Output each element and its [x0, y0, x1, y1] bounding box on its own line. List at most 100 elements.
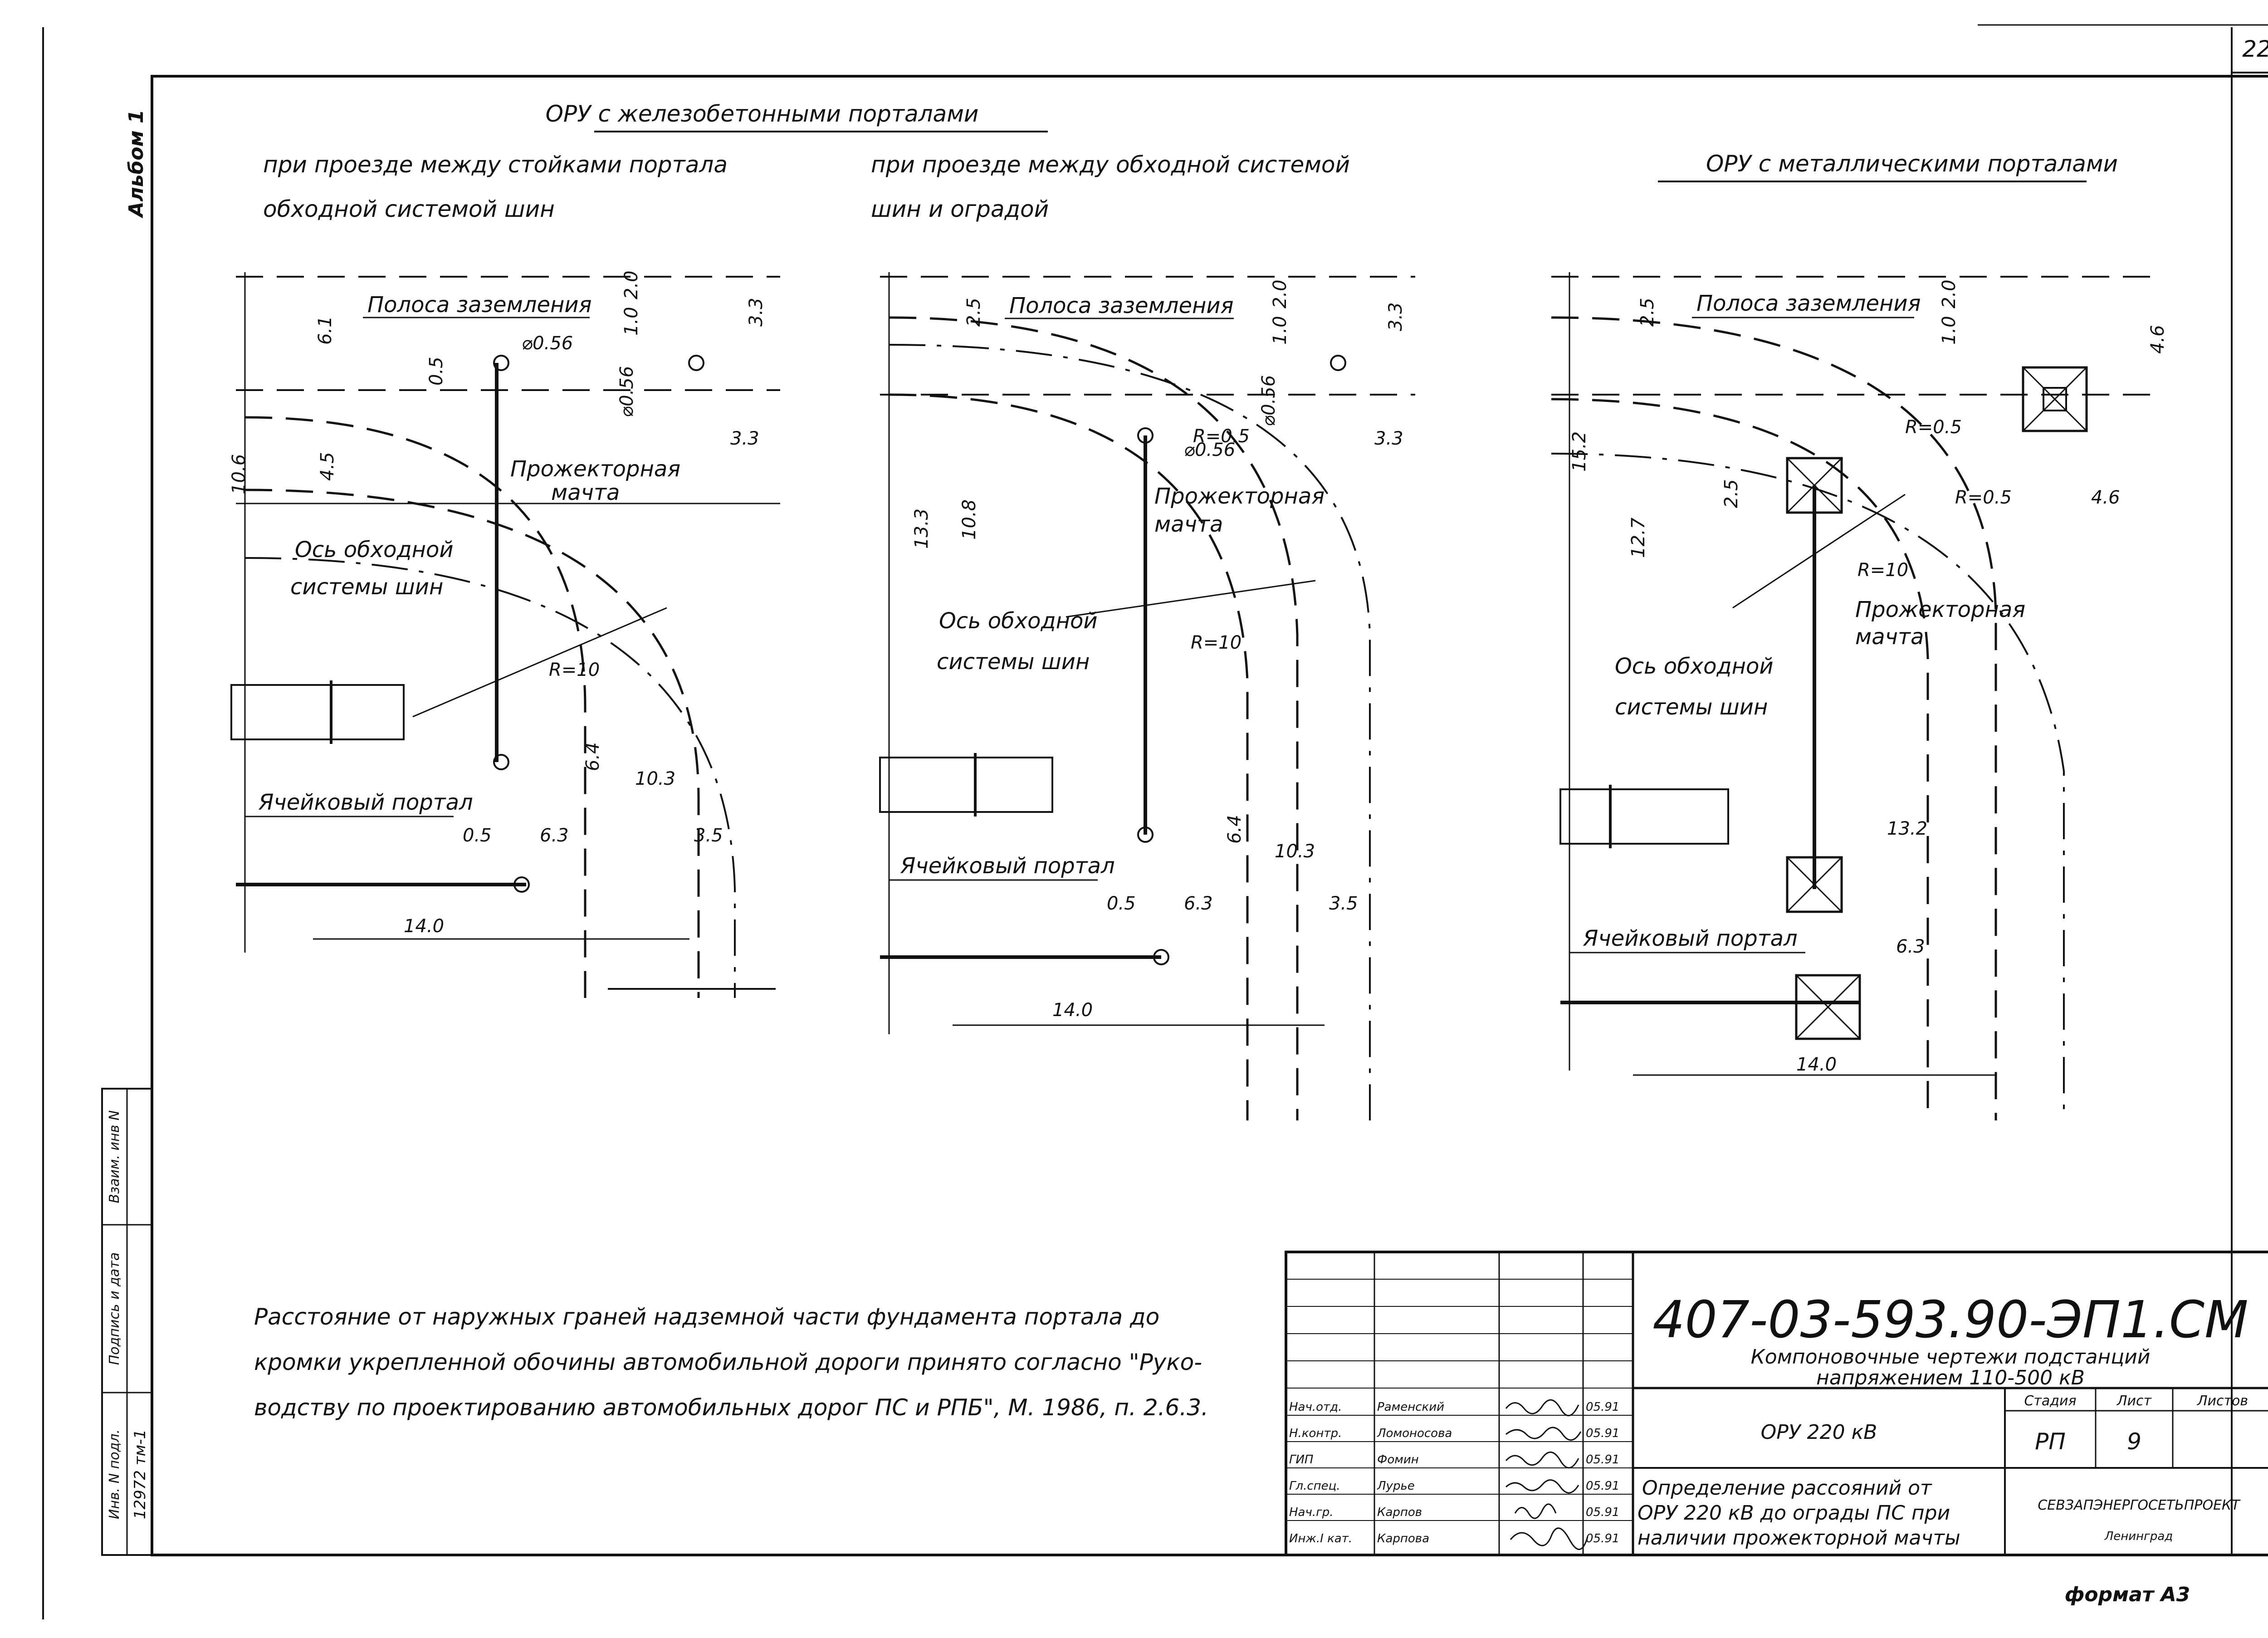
heading-concrete-portals: ОРУ с железобетонными порталами [546, 101, 979, 127]
label-axis-b-1: Ось обходной [939, 608, 1098, 634]
dim-c-6: 2.5 [1721, 479, 1742, 508]
dim-a-5: ⌀0.56 [616, 366, 637, 417]
dim-b-5: R=0.5 [1193, 426, 1250, 447]
dim-a-11: 6.4 [582, 742, 603, 771]
signer-name-1: Ломоносова [1377, 1427, 1452, 1440]
signer-role-2: ГИП [1289, 1453, 1314, 1467]
dim-a-0: 6.1 [315, 316, 336, 345]
signer-date-0: 05.91 [1586, 1400, 1619, 1414]
label-grounding-strip-b: Полоса заземления [1009, 293, 1233, 318]
dim-b-2: 2.0 [1270, 279, 1290, 308]
note-line-2: кромки укрепленной обочины автомобильной… [254, 1349, 1202, 1375]
dim-c-2: 2.0 [1939, 279, 1960, 308]
dim-a-15: 3.5 [694, 825, 723, 846]
dim-c-9: 4.6 [2091, 487, 2120, 508]
dim-c-7: R=0.5 [1905, 417, 1962, 438]
dim-c-4: 15.2 [1569, 431, 1590, 472]
dim-a-1: 10.6 [229, 454, 249, 494]
dim-b-16: 14.0 [1052, 1000, 1093, 1021]
object-name: ОРУ 220 кВ [1761, 1421, 1877, 1444]
dim-b-15: 3.5 [1329, 893, 1358, 914]
signer-date-1: 05.91 [1586, 1427, 1619, 1440]
signer-role-1: Н.контр. [1289, 1427, 1342, 1440]
signer-name-3: Лурье [1377, 1479, 1415, 1493]
label-mast-a-2: мачта [551, 480, 620, 505]
desc-line-3: наличии прожекторной мачты [1637, 1526, 1960, 1550]
dim-a-3: 0.5 [426, 357, 447, 386]
note-line-3: водству по проектированию автомобильных … [254, 1394, 1208, 1421]
dim-b-1: 1.0 [1270, 316, 1290, 345]
signer-role-3: Гл.спец. [1289, 1479, 1340, 1493]
dim-b-4: 3.3 [1374, 428, 1403, 449]
signer-name-2: Фомин [1377, 1453, 1419, 1467]
dim-a-14: 6.3 [540, 825, 569, 846]
inv-no-label: Инв. N подл. [107, 1429, 122, 1519]
label-portal-c: Ячейковый портал [1583, 926, 1798, 951]
inv-number: 12972 тм-1 [131, 1429, 149, 1519]
dim-a-12: 10.3 [635, 768, 675, 789]
drawing-c: Полоса заземления Прожекторная мачта Ось… [1551, 272, 2168, 1120]
dim-a-6: 1.0 [621, 307, 642, 336]
dim-b-0: 2.5 [963, 298, 984, 327]
label-portal-b: Ячейковый портал [900, 853, 1115, 879]
dim-b-3: 3.3 [1385, 302, 1406, 331]
dim-c-1: 1.0 [1939, 316, 1960, 345]
label-portal-a: Ячейковый портал [258, 790, 473, 815]
subheading-mid-line1: при проезде между обходной системой [871, 152, 1350, 178]
desc-line-2: ОРУ 220 кВ до ограды ПС при [1637, 1501, 1950, 1525]
dim-c-0: 2.5 [1637, 298, 1658, 327]
org-name: СЕВЗАПЭНЕРГОСЕТЬПРОЕКТ [2038, 1497, 2241, 1513]
dim-b-11: 6.4 [1224, 815, 1245, 844]
dim-c-3: 4.6 [2147, 325, 2168, 354]
label-grounding-strip-c: Полоса заземления [1696, 291, 1921, 316]
subheading-left-line1: при проезде между стойками портала [263, 152, 728, 178]
sheet-value: 9 [2127, 1428, 2141, 1455]
format-label: формат А3 [2065, 1583, 2190, 1606]
dim-b-6: ⌀0.56 [1184, 440, 1235, 460]
sheet-number: 22 [2242, 36, 2268, 62]
label-axis-a-1: Ось обходной [295, 537, 454, 562]
dim-b-9: 10.8 [959, 499, 980, 540]
dim-c-5: 12.7 [1628, 517, 1649, 558]
org-city: Ленинград [2104, 1530, 2173, 1543]
project-title-1: Компоновочные чертежи подстанций [1751, 1345, 2151, 1369]
dim-a-8: 3.3 [746, 298, 767, 327]
subheading-mid-line2: шин и оградой [871, 196, 1049, 222]
label-mast-a-1: Прожекторная [510, 456, 680, 482]
signer-role-0: Нач.отд. [1289, 1400, 1342, 1414]
note-line-1: Расстояние от наружных граней надземной … [254, 1304, 1159, 1330]
dim-c-10: R=10 [1857, 560, 1908, 581]
dim-b-8: 13.3 [911, 509, 932, 549]
dim-b-13: 0.5 [1107, 893, 1136, 914]
doc-code: 407-03-593.90-ЭП1.СМ [1652, 1291, 2248, 1350]
label-mast-b-2: мачта [1154, 512, 1223, 537]
heading-metal-portals: ОРУ с металлическими порталами [1706, 151, 2118, 177]
dim-a-9: 3.3 [730, 428, 759, 449]
dim-a-16: 14.0 [404, 916, 444, 937]
dim-a-4: ⌀0.56 [522, 333, 573, 354]
label-mast-c-2: мачта [1855, 624, 1924, 650]
sign-date-label: Подпись и дата [107, 1252, 122, 1365]
label-axis-c-2: системы шин [1615, 694, 1768, 720]
project-title-2: напряжением 110-500 кВ [1816, 1366, 2085, 1389]
dim-b-7: ⌀0.56 [1258, 375, 1279, 426]
title-block: 407-03-593.90-ЭП1.СМ Компоновочные черте… [1285, 1251, 2268, 1556]
signer-name-4: Карпов [1377, 1506, 1422, 1519]
drawing-b: Полоса заземления Прожекторная мачта Ось… [879, 272, 1415, 1120]
signer-name-5: Карпова [1377, 1532, 1429, 1545]
sheets-header: Листов [2197, 1393, 2248, 1409]
dim-a-2: 4.5 [317, 452, 338, 481]
dim-c-8: R=0.5 [1955, 487, 2012, 508]
dim-a-13: 0.5 [463, 825, 492, 846]
signer-name-0: Раменский [1377, 1400, 1444, 1414]
dim-c-12: 6.3 [1896, 936, 1925, 957]
label-mast-b-1: Прожекторная [1154, 484, 1325, 509]
label-axis-b-2: системы шин [937, 649, 1090, 675]
signer-date-3: 05.91 [1586, 1479, 1619, 1493]
dim-c-13: 14.0 [1796, 1054, 1837, 1075]
subheading-left-line2: обходной системой шин [263, 196, 555, 222]
label-axis-c-1: Ось обходной [1615, 654, 1774, 679]
left-info-strip: Взаим. инв N Подпись и дата Инв. N подл.… [101, 1088, 153, 1556]
